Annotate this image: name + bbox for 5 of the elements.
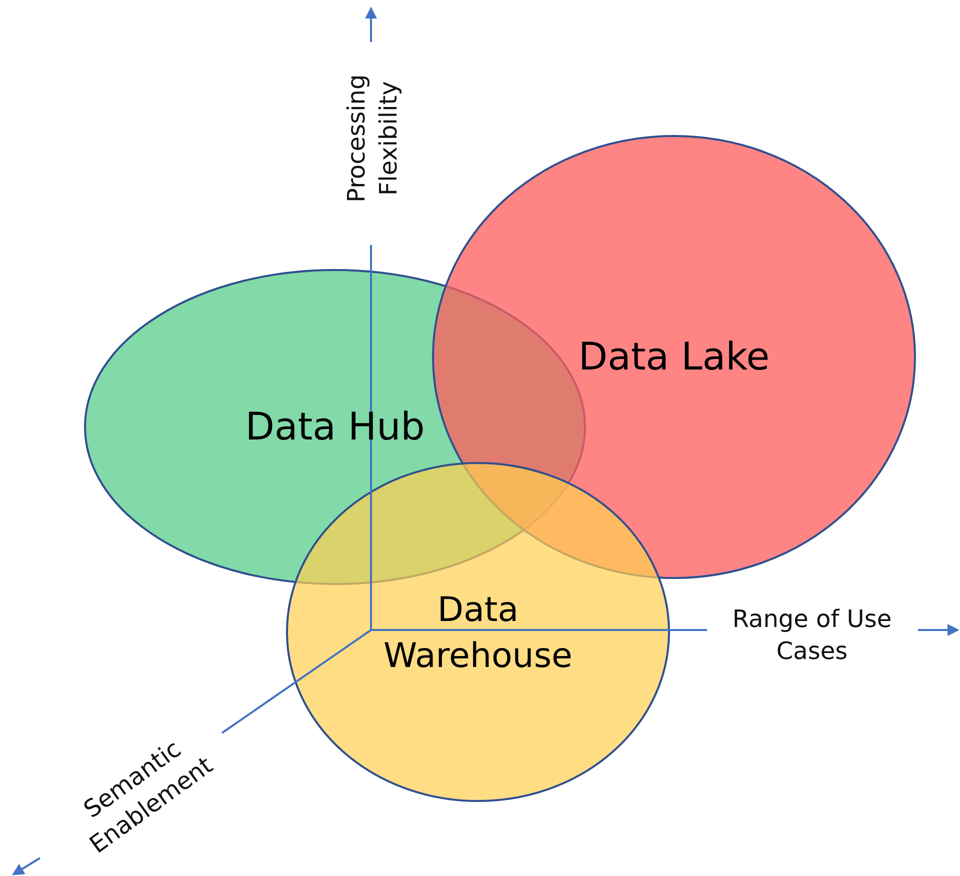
axis-label: Range of Use Cases xyxy=(731,604,893,668)
set-label: Data Hub xyxy=(244,403,426,450)
axis-label: Processing Flexibility xyxy=(342,73,404,204)
set-label: Data Warehouse xyxy=(382,589,574,678)
set-label: Data Lake xyxy=(577,333,771,380)
